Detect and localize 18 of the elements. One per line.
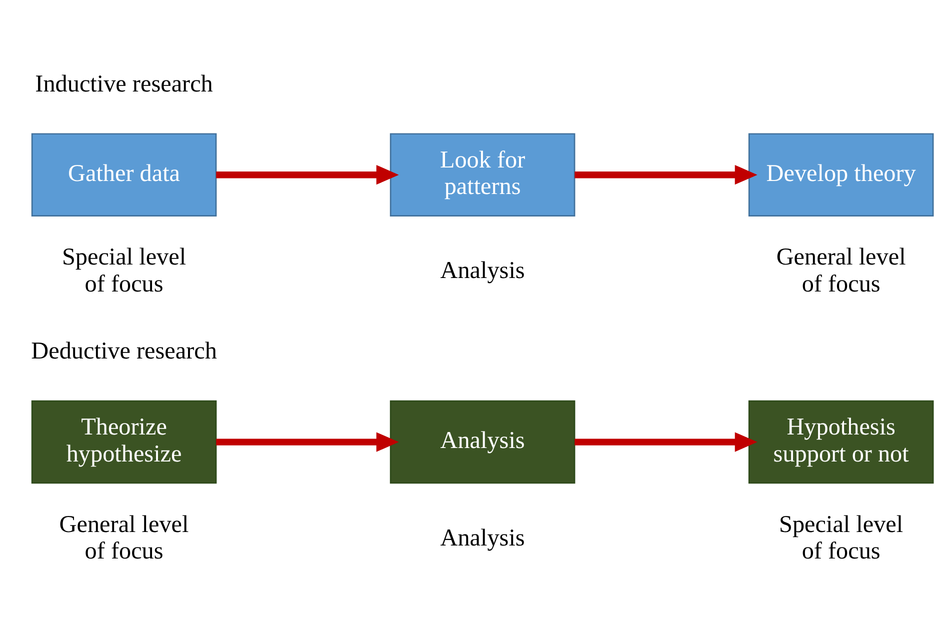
node-label: General level of focus (776, 243, 906, 298)
node-box: Develop theory (748, 132, 934, 216)
node-label: General level of focus (59, 510, 189, 564)
node-label: Analysis (440, 256, 525, 284)
arrow (216, 432, 399, 452)
node-box: Gather data (31, 132, 217, 216)
arrow (574, 432, 758, 452)
label: Deductive research (31, 337, 217, 364)
node-box: Theorize hypothesize (31, 400, 217, 484)
node-box: Hypothesis support or not (748, 400, 934, 484)
node-box: Look for patterns (390, 132, 576, 216)
arrow (216, 164, 399, 184)
node-label: Special level of focus (62, 243, 186, 298)
label: Inductive research (35, 70, 213, 97)
node-label: Special level of focus (779, 510, 904, 564)
node-box: Analysis (390, 400, 576, 484)
arrow (574, 164, 758, 184)
node-label: Analysis (440, 524, 525, 551)
